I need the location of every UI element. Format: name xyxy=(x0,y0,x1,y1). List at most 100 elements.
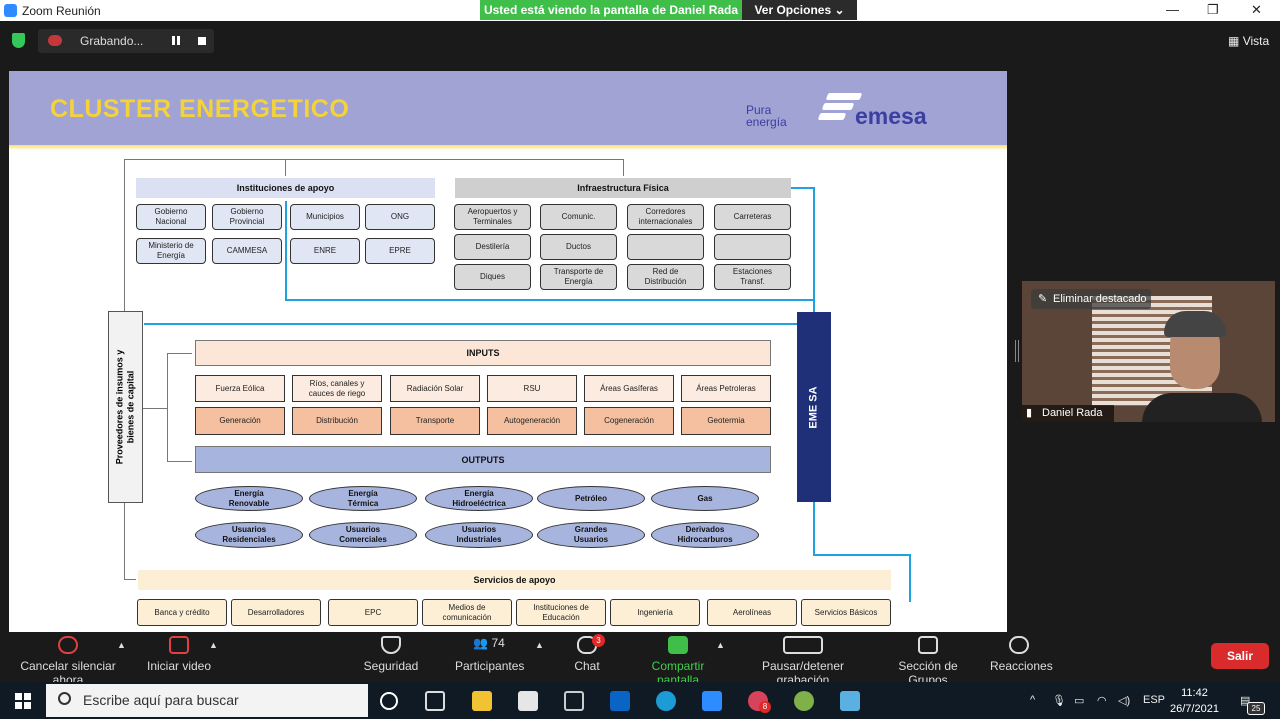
wifi-icon[interactable]: ◠ xyxy=(1097,695,1107,707)
chevron-up-icon[interactable]: ▲ xyxy=(117,640,126,650)
header-band xyxy=(9,145,1007,150)
inst-box-text: ENRE xyxy=(314,246,336,256)
input-process-box: Cogeneración xyxy=(584,407,674,435)
app-icon[interactable] xyxy=(794,691,814,711)
speaker-hair xyxy=(1164,311,1226,337)
pause-recording-icon[interactable] xyxy=(172,36,180,45)
input-source-box: Áreas Petroleras xyxy=(681,375,771,402)
reactions-button[interactable]: Reacciones xyxy=(990,636,1053,673)
mute-button[interactable]: Cancelar silenciar ahora xyxy=(8,636,128,687)
output-line-2: Comerciales xyxy=(339,535,387,544)
services-header: Servicios de apoyo xyxy=(138,570,891,590)
logo-tagline-2: energía xyxy=(746,115,787,129)
connector-line-blue xyxy=(813,187,815,314)
infra-box-line-1: Destilería xyxy=(475,242,510,251)
zoom-taskbar-icon[interactable] xyxy=(702,691,722,711)
volume-icon[interactable]: ◁) xyxy=(1118,695,1131,707)
share-screen-icon xyxy=(668,636,688,654)
restore-button[interactable]: ❐ xyxy=(1207,2,1219,17)
search-placeholder: Escribe aquí para buscar xyxy=(83,692,239,708)
service-box-text: Banca y crédito xyxy=(154,608,209,618)
breakout-rooms-button[interactable]: Sección de Grupos xyxy=(880,636,976,687)
connector-line xyxy=(124,579,136,580)
start-video-button[interactable]: Iniciar video xyxy=(143,636,215,673)
eme-sa-label: EME SA xyxy=(807,385,820,429)
inst-box: EPRE xyxy=(365,238,435,264)
infra-box-text: Comunic. xyxy=(562,212,596,222)
input-source-box-line-1: Ríos, canales y xyxy=(309,378,365,388)
infra-box-text: Diques xyxy=(480,272,505,282)
view-options-button[interactable]: Ver Opciones ⌄ xyxy=(742,0,857,20)
cortana-icon[interactable] xyxy=(380,692,398,710)
battery-icon[interactable]: ▭ xyxy=(1074,695,1085,707)
output-line-1: Usuarios xyxy=(231,525,267,534)
show-hidden-icons[interactable]: ^ xyxy=(1030,694,1036,706)
inst-box: Municipios xyxy=(290,204,360,230)
infra-box-line-1: Red de xyxy=(652,267,679,276)
security-button[interactable]: Seguridad xyxy=(360,636,422,673)
participants-count: 74 xyxy=(491,636,505,650)
chat-badge: 3 xyxy=(592,634,605,647)
inst-box-line-1: Gobierno xyxy=(154,207,188,216)
inst-box-text: Municipios xyxy=(306,212,344,222)
leave-button[interactable]: Salir xyxy=(1211,643,1269,669)
resize-handle[interactable] xyxy=(1015,340,1019,362)
input-language[interactable]: ESP xyxy=(1143,694,1166,706)
pause-recording-button[interactable]: Pausar/detener grabación xyxy=(738,636,868,687)
logo-name: emesa xyxy=(855,103,927,129)
inst-box-line-1: ENRE xyxy=(313,246,337,255)
output-ellipse-text: Gas xyxy=(697,494,712,504)
taskbar-search[interactable]: Escribe aquí para buscar xyxy=(46,684,368,717)
input-process-box: Geotermia xyxy=(681,407,771,435)
shield-icon[interactable] xyxy=(12,33,25,48)
input-source-box-line-1: RSU xyxy=(523,383,541,393)
notes-icon[interactable] xyxy=(840,691,860,711)
infra-box-text: Ductos xyxy=(566,242,591,252)
app-cube-icon[interactable] xyxy=(564,691,584,711)
connector-line xyxy=(167,461,192,462)
view-button[interactable]: ▦ Vista xyxy=(1228,34,1269,48)
chat-label: Chat xyxy=(574,659,600,673)
task-view-icon[interactable] xyxy=(425,691,445,711)
inst-box-text: CAMMESA xyxy=(227,246,267,256)
file-explorer-icon[interactable] xyxy=(472,691,492,711)
notifications-icon[interactable]: ▤ xyxy=(1240,695,1251,707)
store-icon[interactable] xyxy=(518,691,538,711)
chevron-up-icon[interactable]: ▲ xyxy=(209,640,218,650)
share-screen-button[interactable]: Compartir pantalla xyxy=(630,636,726,687)
output-line-1: Energía xyxy=(464,488,494,498)
minimize-button[interactable]: — xyxy=(1166,2,1179,17)
input-source-box: Radiación Solar xyxy=(390,375,480,402)
service-box-line-1: Desarrolladores xyxy=(247,607,305,617)
output-line-1: Derivados xyxy=(685,525,725,534)
edge-icon[interactable] xyxy=(656,691,676,711)
infra-box-line-2: internacionales xyxy=(638,217,693,226)
chevron-up-icon[interactable]: ▲ xyxy=(535,640,544,650)
chevron-up-icon[interactable]: ▲ xyxy=(716,640,725,650)
share-banner: Usted está viendo la pantalla de Daniel … xyxy=(480,0,742,20)
service-box-line-2: Educación xyxy=(542,612,580,622)
unpin-button[interactable]: ✎Eliminar destacado xyxy=(1031,289,1151,309)
close-button[interactable]: ✕ xyxy=(1251,2,1262,17)
stop-recording-icon[interactable] xyxy=(198,37,206,45)
participants-icon: 👥 74 xyxy=(473,636,505,650)
outlook-icon[interactable] xyxy=(610,691,630,711)
speaker-body xyxy=(1142,393,1262,422)
windows-start-icon[interactable] xyxy=(15,693,31,709)
microphone-icon[interactable]: 🎙 xyxy=(1052,695,1066,707)
